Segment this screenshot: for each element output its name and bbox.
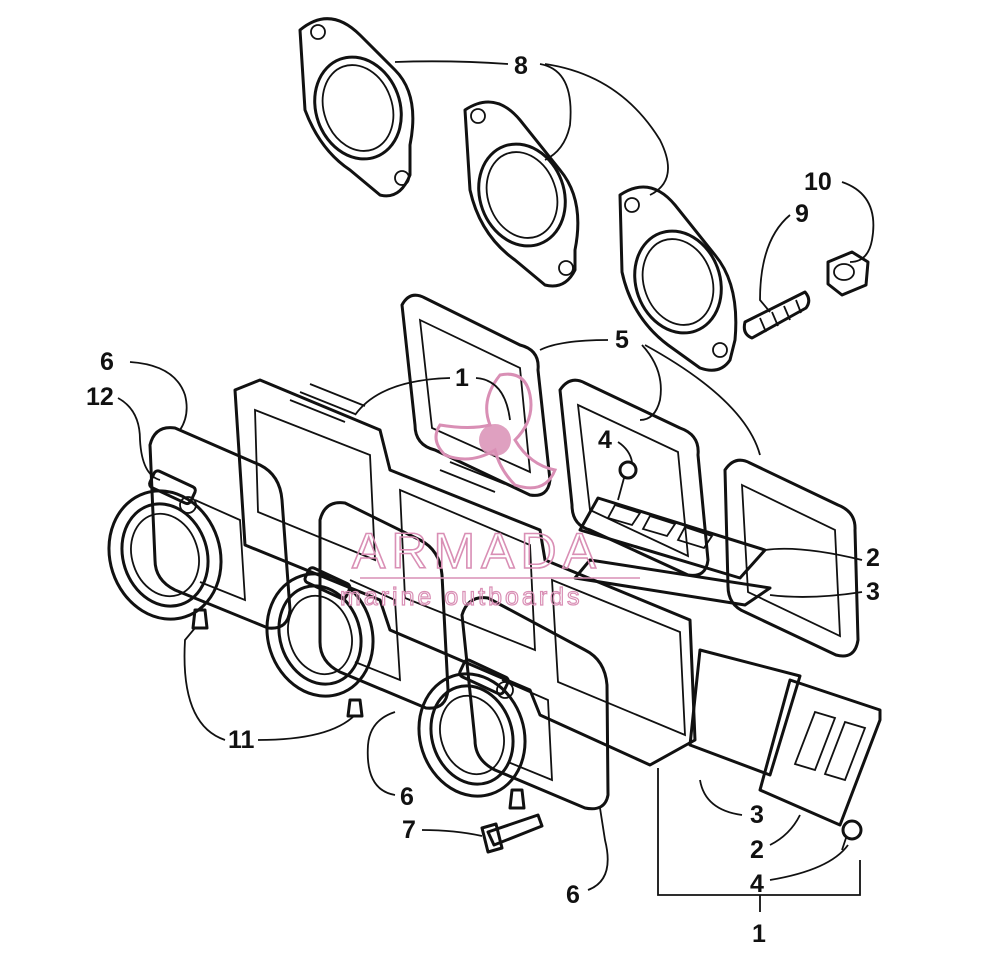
callout-8: 8 (514, 52, 528, 80)
screw-4-lower (841, 819, 863, 851)
callout-12: 12 (86, 383, 114, 411)
reed-block-housing (233, 378, 697, 767)
callout-5: 5 (615, 326, 629, 354)
callout-2-right: 2 (866, 544, 880, 572)
callout-10: 10 (804, 168, 832, 196)
nut-10 (826, 250, 870, 297)
leader-lines (117, 60, 875, 912)
reed-stop-3-lower (688, 648, 802, 777)
gasket-5-right (723, 458, 860, 658)
callout-6-middle: 6 (400, 783, 414, 811)
reed-petal-2-upper (578, 496, 767, 580)
watermark-logo: ARMADA marine outboards (339, 372, 640, 612)
callouts: 8 10 9 5 6 12 1 4 2 3 11 6 7 3 2 4 6 1 (86, 52, 880, 948)
callout-1-bottom: 1 (752, 920, 766, 948)
gasket-8-right (618, 185, 738, 372)
callout-2-bottom: 2 (750, 836, 764, 864)
gasket-8-left (298, 17, 415, 198)
callout-4-bottom: 4 (750, 870, 764, 898)
clamp-12 (148, 469, 197, 514)
fitting-11-right (508, 788, 526, 810)
callout-7: 7 (402, 816, 416, 844)
clamp-12-right (458, 658, 514, 699)
callout-1-top: 1 (455, 364, 469, 392)
callout-3-right: 3 (866, 578, 880, 606)
watermark-tagline: marine outboards (340, 583, 583, 611)
fitting-11-left (191, 608, 209, 630)
intake-boot-6-right (417, 596, 610, 811)
screw-4-upper (617, 460, 638, 501)
gasket-5-left (400, 293, 552, 497)
gasket-5-middle (558, 378, 710, 577)
clamp-12-middle (303, 566, 352, 601)
callout-6-top: 6 (100, 348, 114, 376)
callout-6-bottom: 6 (566, 881, 580, 909)
fitting-11-middle (346, 698, 364, 718)
callout-9: 9 (795, 200, 809, 228)
callout-4-top: 4 (598, 426, 612, 454)
callout-11: 11 (228, 726, 255, 754)
watermark-brand: ARMADA (352, 523, 602, 579)
stud-9 (742, 290, 811, 340)
bolt-7 (480, 813, 544, 854)
intake-boot-6-left (107, 426, 292, 630)
reed-stop-3-upper (573, 558, 772, 607)
callout-3-bottom: 3 (750, 801, 764, 829)
gasket-8-middle (463, 100, 580, 288)
